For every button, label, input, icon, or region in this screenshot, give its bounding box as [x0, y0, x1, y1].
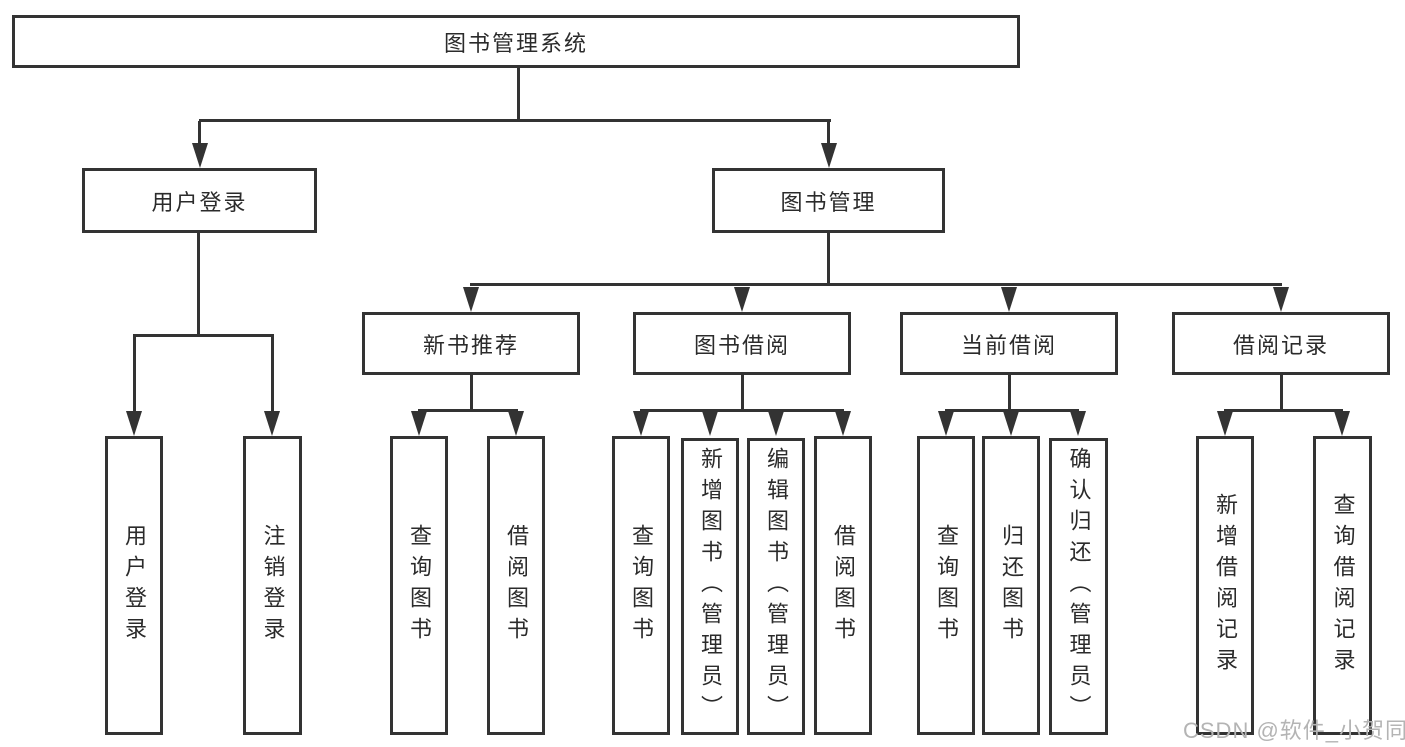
- connector-root-horizontal: [199, 119, 831, 122]
- node-library-system: 图书管理系统: [12, 15, 1020, 68]
- leaf-label: 归还图书: [999, 523, 1024, 648]
- leaf-query-books-current: 查询图书: [917, 436, 975, 735]
- leaf-query-books-recommend: 查询图书: [390, 436, 448, 735]
- arrow-down: [192, 143, 208, 168]
- connector-borrowing-horizontal: [640, 409, 844, 412]
- leaf-confirm-return-admin: 确认归还（管理员）: [1049, 438, 1108, 735]
- arrow-down: [1070, 411, 1086, 436]
- leaf-label: 确认归还（管理员）: [1066, 447, 1092, 726]
- leaf-borrow-books-recommend: 借阅图书: [487, 436, 545, 735]
- leaf-label: 查询图书: [629, 523, 654, 648]
- connector-stub-book-management: [827, 121, 830, 145]
- connector-records-vertical: [1280, 375, 1283, 412]
- csdn-watermark: CSDN @软件_小贺同学: [1183, 718, 1405, 743]
- connector-recommend-vertical: [470, 375, 473, 412]
- arrow-down: [633, 411, 649, 436]
- arrow-down: [734, 287, 750, 312]
- leaf-query-borrow-record: 查询借阅记录: [1313, 436, 1372, 735]
- leaf-return-books: 归还图书: [982, 436, 1040, 735]
- arrow-down: [1273, 287, 1289, 312]
- arrow-down: [938, 411, 954, 436]
- leaf-label: 用户登录: [122, 523, 147, 648]
- leaf-label: 查询图书: [934, 523, 959, 648]
- arrow-down: [1001, 287, 1017, 312]
- node-new-book-recommendation: 新书推荐: [362, 312, 580, 375]
- node-label: 新书推荐: [422, 332, 519, 358]
- leaf-label: 注销登录: [260, 523, 286, 648]
- node-label: 图书管理: [780, 189, 877, 215]
- connector-records-horizontal: [1224, 409, 1343, 412]
- leaf-query-books-borrowing: 查询图书: [612, 436, 670, 735]
- node-label: 当前借阅: [960, 332, 1057, 358]
- leaf-label: 新增图书（管理员）: [698, 447, 723, 726]
- arrow-down: [411, 411, 427, 436]
- leaf-borrow-books-borrowing: 借阅图书: [814, 436, 872, 735]
- arrow-down: [835, 411, 851, 436]
- node-label: 借阅记录: [1232, 332, 1329, 358]
- arrow-down: [702, 411, 718, 436]
- leaf-label: 新增借阅记录: [1213, 492, 1238, 679]
- node-book-borrowing: 图书借阅: [633, 312, 851, 375]
- arrow-down: [1334, 411, 1350, 436]
- arrow-down: [821, 143, 837, 168]
- leaf-add-books-admin: 新增图书（管理员）: [681, 438, 739, 735]
- node-user-login: 用户登录: [82, 168, 317, 233]
- arrow-down: [1217, 411, 1233, 436]
- node-label: 用户登录: [151, 189, 248, 215]
- node-current-borrowing: 当前借阅: [900, 312, 1118, 375]
- arrow-down: [126, 411, 142, 436]
- leaf-logout-login: 注销登录: [243, 436, 302, 735]
- leaf-label: 编辑图书（管理员）: [764, 447, 789, 726]
- connector-recommend-horizontal: [418, 409, 518, 412]
- connector-stub-leaf-logout: [271, 336, 274, 412]
- arrow-down: [768, 411, 784, 436]
- leaf-add-borrow-record: 新增借阅记录: [1196, 436, 1254, 735]
- node-book-management: 图书管理: [712, 168, 945, 233]
- connector-current-horizontal: [945, 409, 1079, 412]
- arrow-down: [264, 411, 280, 436]
- connector-root-vertical: [517, 68, 520, 121]
- node-borrowing-records: 借阅记录: [1172, 312, 1390, 375]
- leaf-label: 借阅图书: [831, 523, 856, 648]
- leaf-user-login: 用户登录: [105, 436, 163, 735]
- leaf-label: 借阅图书: [504, 523, 529, 648]
- arrow-down: [508, 411, 524, 436]
- node-label: 图书借阅: [693, 332, 790, 358]
- leaf-edit-books-admin: 编辑图书（管理员）: [747, 438, 805, 735]
- connector-user-login-vertical: [197, 233, 200, 337]
- connector-level3-horizontal: [470, 283, 1282, 286]
- connector-user-login-horizontal: [133, 334, 274, 337]
- connector-stub-user-login: [198, 121, 201, 145]
- connector-stub-leaf-user-login: [133, 336, 136, 412]
- leaf-label: 查询借阅记录: [1330, 492, 1356, 679]
- connector-current-vertical: [1008, 375, 1011, 412]
- node-label: 图书管理系统: [443, 30, 588, 56]
- connector-book-management-vertical: [827, 233, 830, 286]
- leaf-label: 查询图书: [407, 523, 432, 648]
- arrow-down: [463, 287, 479, 312]
- connector-borrowing-vertical: [741, 375, 744, 412]
- arrow-down: [1003, 411, 1019, 436]
